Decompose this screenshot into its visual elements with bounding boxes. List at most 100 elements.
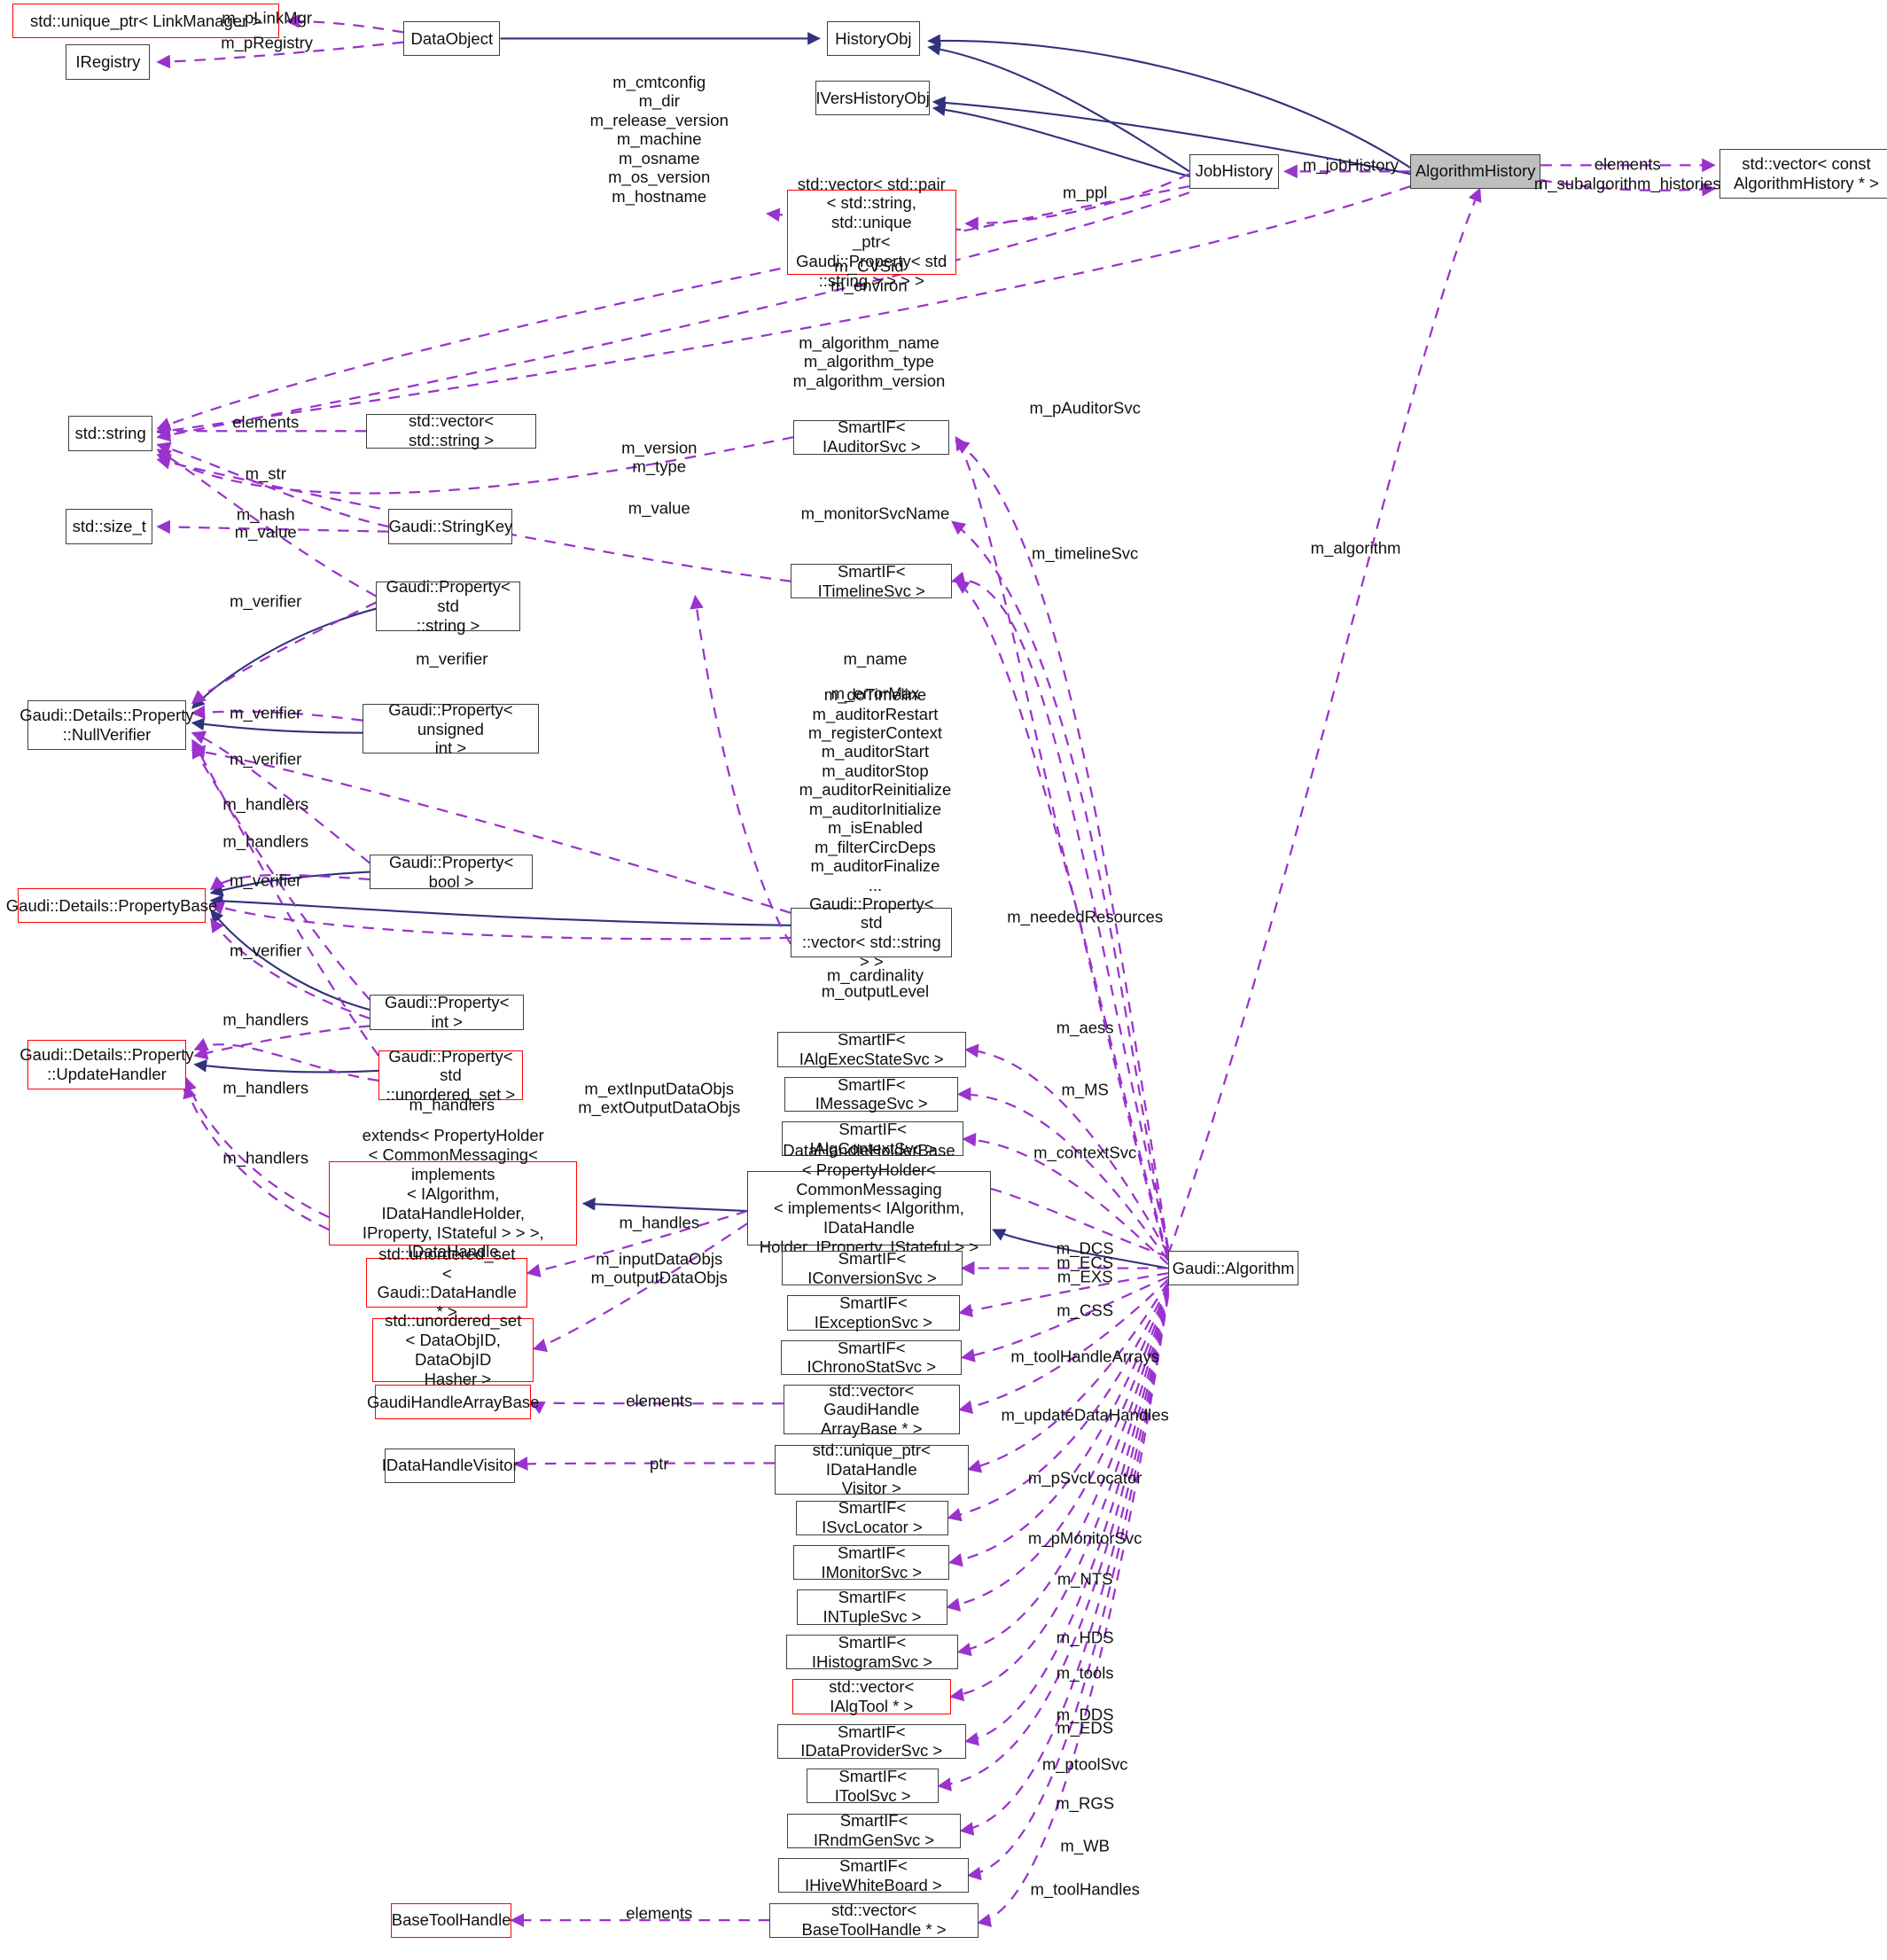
class-node-std_size_t[interactable]: std::size_t: [66, 509, 153, 544]
edge-label-lbl_m_pMonitorSvc: m_pMonitorSvc: [1027, 1527, 1142, 1547]
edge-label-lbl_elements_gha: elements: [626, 1391, 693, 1410]
class-node-basetoolhandle[interactable]: BaseToolHandle: [391, 1902, 512, 1938]
edge-label-lbl_m_str: m_str: [245, 464, 286, 483]
class-node-gaudi_stringkey[interactable]: Gaudi::StringKey: [388, 509, 513, 544]
edge-label-lbl_m_hash: m_hash: [236, 504, 295, 524]
edge-label-lbl_m_verifier_3: m_verifier: [230, 703, 302, 722]
class-node-unique_ptr_linkmanager[interactable]: std::unique_ptr< LinkManager >: [12, 4, 280, 39]
class-node-vector_basetoolhandle[interactable]: std::vector< BaseToolHandle * >: [769, 1901, 979, 1939]
class-node-smartif_idataprovidersvc[interactable]: SmartIF< IDataProviderSvc >: [776, 1722, 966, 1760]
edge-label-lbl_m_HDS: m_HDS: [1056, 1627, 1114, 1646]
edge-label-lbl_m_MS: m_MS: [1061, 1080, 1109, 1099]
edge-label-lbl_m_value_sizet: m_value: [234, 521, 297, 541]
class-node-gaudihandlearraybase[interactable]: GaudiHandleArrayBase: [367, 1385, 539, 1420]
class-node-smartif_itoolsvc[interactable]: SmartIF< IToolSvc >: [807, 1767, 939, 1805]
class-node-unordered_set_dataobjid[interactable]: std::unordered_set < DataObjID, DataObjI…: [372, 1311, 534, 1388]
class-node-jobhistory[interactable]: JobHistory: [1189, 153, 1279, 189]
class-node-nullverifier[interactable]: Gaudi::Details::Property ::NullVerifier: [19, 700, 194, 751]
edge-label-lbl_m_jobHistory: m_jobHistory: [1302, 155, 1399, 175]
edge-label-lbl_m_ptoolSvc: m_ptoolSvc: [1041, 1753, 1128, 1773]
edge-label-lbl_jobhistory_props: m_cmtconfig m_dir m_release_version m_ma…: [589, 72, 729, 206]
class-node-smartif_ichronostatsvc[interactable]: SmartIF< IChronoStatSvc >: [781, 1339, 963, 1376]
class-node-gaudi_property_unsigned_int[interactable]: Gaudi::Property< unsigned int >: [362, 700, 539, 757]
edge-label-lbl_elements_alghist: elements: [1594, 154, 1661, 174]
class-node-smartif_imonitorsvc[interactable]: SmartIF< IMonitorSvc >: [793, 1543, 950, 1581]
class-node-smartif_intuplesvc[interactable]: SmartIF< INTupleSvc >: [797, 1588, 947, 1626]
class-node-gaudi_property_std_string[interactable]: Gaudi::Property< std ::string >: [376, 577, 520, 635]
edge-label-lbl_m_ppl: m_ppl: [1062, 183, 1108, 202]
class-node-vector_gaudihandlearraybase[interactable]: std::vector< GaudiHandle ArrayBase * >: [783, 1381, 960, 1438]
class-node-gaudi_property_unordered_set[interactable]: Gaudi::Property< std ::unordered_set >: [378, 1047, 523, 1104]
class-node-gaudi_property_vector_string[interactable]: Gaudi::Property< std ::vector< std::stri…: [791, 894, 953, 971]
class-node-smartif_ialgexecstatesvc[interactable]: SmartIF< IAlgExecStateSvc >: [776, 1030, 966, 1068]
edge-label-lbl_m_handlers_6: m_handlers: [222, 1148, 309, 1167]
edge-label-lbl_ext_data_objs: m_extInputDataObjs m_extOutputDataObjs: [578, 1079, 741, 1117]
class-node-gaudi_algorithm[interactable]: Gaudi::Algorithm: [1168, 1250, 1299, 1286]
edge-label-lbl_m_value_stringkey: m_value: [628, 498, 690, 518]
edge-label-lbl_m_toolHandles: m_toolHandles: [1030, 1879, 1140, 1899]
edge-label-lbl_elements_bth: elements: [626, 1903, 693, 1923]
class-node-smartif_ihistogramsvc[interactable]: SmartIF< IHistogramSvc >: [785, 1633, 959, 1671]
class-node-smartif_isvclocator[interactable]: SmartIF< ISvcLocator >: [795, 1498, 949, 1536]
class-node-smartif_itimelinesvc[interactable]: SmartIF< ITimelineSvc >: [791, 562, 953, 600]
edge-label-lbl_m_pRegistry: m_pRegistry: [221, 32, 314, 51]
edge-label-lbl_m_verifier_4: m_verifier: [230, 749, 302, 769]
edge-label-lbl_m_updateDataHandles: m_updateDataHandles: [1001, 1405, 1169, 1425]
class-node-unordered_set_datahandle[interactable]: std::unordered_set < Gaudi::DataHandle *…: [366, 1245, 528, 1321]
class-node-unique_ptr_idatahandlevisitor[interactable]: std::unique_ptr< IDataHandle Visitor >: [775, 1441, 969, 1497]
edge-label-lbl_algorithm_name_group: m_algorithm_name m_algorithm_type m_algo…: [792, 332, 946, 390]
edge-label-lbl_m_outputLevel: m_outputLevel: [821, 981, 930, 1001]
edge-label-lbl_m_errorMax: m_errorMax: [830, 683, 920, 703]
class-node-vector_std_string[interactable]: std::vector< std::string >: [366, 411, 537, 449]
edge-label-lbl_m_CVSid: m_CVSid m_environ: [830, 256, 908, 295]
class-node-smartif_iauditorsvc[interactable]: SmartIF< IAuditorSvc >: [793, 418, 950, 456]
edge-label-lbl_io_data_objs: m_inputDataObjs m_outputDataObjs: [590, 1249, 728, 1287]
edge-label-lbl_m_verifier_2: m_verifier: [416, 648, 488, 668]
class-node-idatahandlevisitor[interactable]: IDataHandleVisitor: [382, 1448, 519, 1483]
edge-label-lbl_m_pSvcLocator: m_pSvcLocator: [1027, 1468, 1142, 1488]
class-node-dataobject[interactable]: DataObject: [403, 20, 501, 57]
class-node-vector_ialgtool[interactable]: std::vector< IAlgTool * >: [791, 1677, 951, 1715]
edge-label-lbl_elements_vecstring: elements: [232, 412, 300, 432]
class-node-propertybase[interactable]: Gaudi::Details::PropertyBase: [6, 887, 217, 924]
edge-label-lbl_m_name: m_name: [843, 648, 908, 668]
class-node-iregistry[interactable]: IRegistry: [66, 44, 151, 80]
edge-label-lbl_m_monitorSvcName: m_monitorSvcName: [800, 503, 950, 522]
edge-label-lbl_m_handlers_5: m_handlers: [409, 1094, 495, 1113]
class-node-smartif_ihivewhiteboard[interactable]: SmartIF< IHiveWhiteBoard >: [778, 1856, 969, 1894]
edge-label-lbl_m_aess: m_aess: [1056, 1018, 1114, 1037]
class-node-updatehandler[interactable]: Gaudi::Details::Property ::UpdateHandler: [19, 1039, 194, 1089]
edge-label-lbl_ptr: ptr: [649, 1453, 669, 1472]
class-node-smartif_imessagesvc[interactable]: SmartIF< IMessageSvc >: [784, 1075, 959, 1113]
edge-label-lbl_m_handlers_1: m_handlers: [222, 793, 309, 813]
edge-label-lbl_m_cardinality: m_cardinality: [826, 965, 924, 985]
class-node-gaudi_property_bool[interactable]: Gaudi::Property< bool >: [370, 853, 533, 891]
class-node-algorithmhistory[interactable]: AlgorithmHistory: [1410, 153, 1541, 189]
edge-label-lbl_m_contextSvc: m_contextSvc: [1033, 1143, 1137, 1162]
edge-label-lbl_m_timelineSvc: m_timelineSvc: [1032, 543, 1139, 562]
class-node-std_string[interactable]: std::string: [68, 416, 153, 451]
class-node-smartif_iconversionsvc[interactable]: SmartIF< IConversionSvc >: [782, 1249, 963, 1287]
edge-label-lbl_m_RGS: m_RGS: [1056, 1793, 1115, 1813]
edge-label-lbl_m_tools: m_tools: [1056, 1663, 1114, 1683]
edge-label-lbl_m_handlers_3: m_handlers: [222, 1010, 309, 1029]
class-node-smartif_irndmgensvc[interactable]: SmartIF< IRndmGenSvc >: [787, 1811, 962, 1849]
class-node-vector_const_algorithmhistory[interactable]: std::vector< const AlgorithmHistory * >: [1719, 149, 1887, 199]
edge-label-lbl_m_algorithm: m_algorithm: [1310, 538, 1401, 558]
class-node-ivershistoryobj[interactable]: IVersHistoryObj: [815, 81, 931, 116]
edge-label-lbl_m_verifier_6: m_verifier: [230, 941, 302, 960]
edge-label-lbl_m_handles: m_handles: [619, 1212, 699, 1231]
class-node-historyobj[interactable]: HistoryObj: [826, 20, 920, 57]
edge-label-lbl_m_EXS: m_EXS: [1057, 1267, 1113, 1286]
class-node-extends_propertyholder[interactable]: extends< PropertyHolder < CommonMessagin…: [329, 1126, 578, 1280]
class-node-gaudi_property_int[interactable]: Gaudi::Property< int >: [370, 993, 525, 1031]
edge-label-lbl_m_handlers_4: m_handlers: [222, 1078, 309, 1097]
class-node-datahandleholderbase[interactable]: DataHandleHolderBase < PropertyHolder< C…: [747, 1141, 991, 1276]
edge-label-lbl_m_subalgorithm_histories: m_subalgorithm_histories: [1533, 174, 1721, 193]
class-node-smartif_ialgcontextsvc[interactable]: SmartIF< IAlgContextSvc >: [782, 1120, 963, 1158]
edge-label-lbl_m_WB: m_WB: [1060, 1836, 1110, 1855]
edge-label-lbl_m_CSS: m_CSS: [1057, 1300, 1114, 1320]
edge-label-lbl_m_toolHandleArrays: m_toolHandleArrays: [1010, 1347, 1159, 1366]
class-node-smartif_iexceptionsvc[interactable]: SmartIF< IExceptionSvc >: [787, 1293, 960, 1331]
